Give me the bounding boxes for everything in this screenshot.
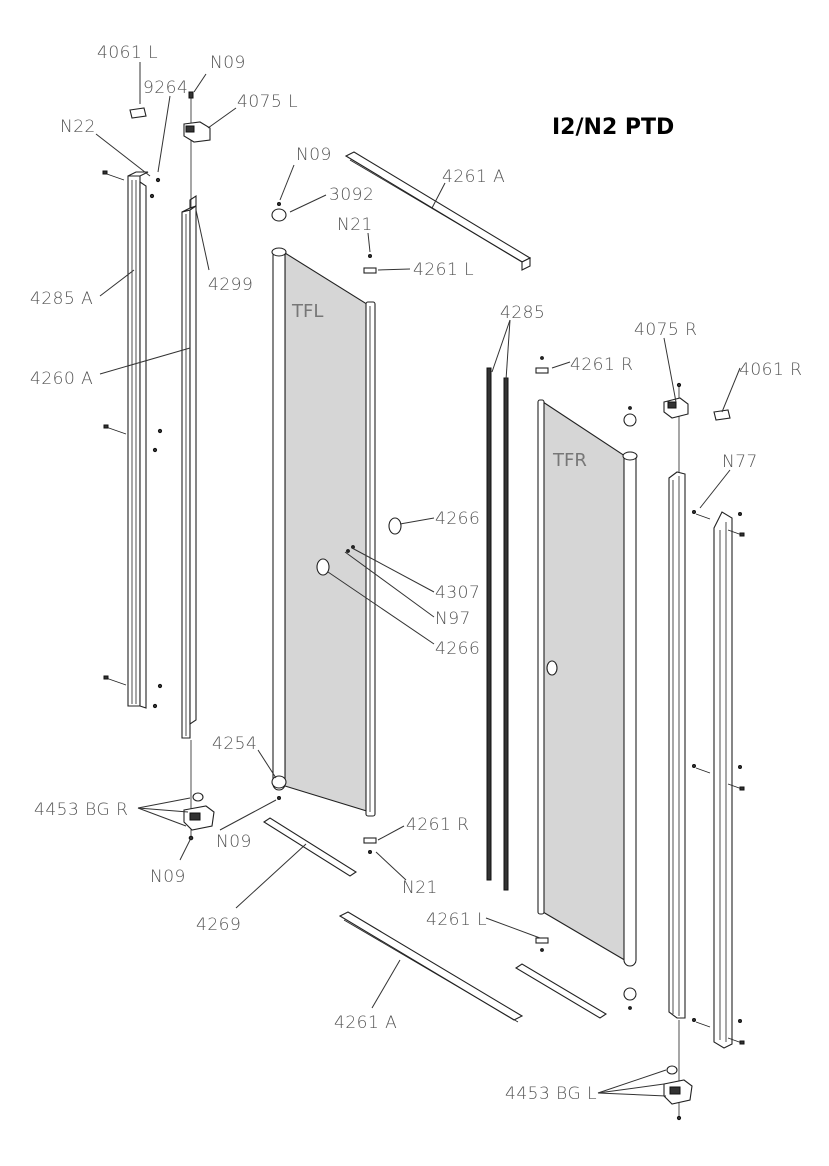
diagram-title: I2/N2 PTD	[552, 115, 674, 140]
part-label-N09: N09	[296, 145, 332, 165]
part-label-4266: 4266	[435, 509, 480, 529]
hinge-4075L	[183, 91, 211, 210]
part-label-N21: N21	[402, 878, 438, 898]
part-label-4299: 4299	[208, 275, 253, 295]
part-label-4285: 4285	[500, 303, 545, 323]
part-label-4261R: 4261 R	[406, 815, 469, 835]
part-label-4266: 4266	[435, 639, 480, 659]
glass-panel-TFR: TFR	[535, 356, 638, 1010]
part-label-N21: N21	[337, 215, 373, 235]
cap-4061R	[713, 409, 731, 421]
track-4261A-top	[344, 151, 532, 271]
part-label-N22: N22	[60, 117, 96, 137]
wall-profile-4285A	[102, 170, 163, 709]
part-label-N09: N09	[210, 53, 246, 73]
part-label-4453BGL: 4453 BG L	[505, 1084, 597, 1104]
part-label-N77: N77	[722, 452, 758, 472]
track-4269	[262, 817, 358, 877]
glass-label-TFL: TFL	[291, 301, 323, 322]
part-label-4261A: 4261 A	[334, 1013, 397, 1033]
part-label-3092: 3092	[329, 185, 374, 205]
part-label-4075L: 4075 L	[237, 92, 298, 112]
leader-lines	[95, 62, 741, 1097]
track-right-bottom	[514, 963, 608, 1019]
part-label-4285A: 4285 A	[30, 289, 93, 309]
part-label-9264: 9264	[143, 78, 188, 98]
part-label-N09: N09	[150, 867, 186, 887]
wall-profile-right	[692, 510, 745, 1049]
part-labels: 4061 L 9264 N09 4075 L N22 N09 3092 4261…	[30, 43, 802, 1104]
part-label-N97: N97	[435, 609, 471, 629]
part-label-4260A: 4260 A	[30, 369, 93, 389]
seals-4285	[486, 367, 509, 891]
glass-panel-TFL: TFL	[271, 202, 402, 854]
part-label-4453BGR: 4453 BG R	[34, 800, 128, 820]
part-label-4254: 4254	[212, 734, 257, 754]
hinge-4453BGL	[663, 1020, 693, 1121]
hinge-4453BGR	[183, 740, 215, 841]
fixed-profile-right	[668, 471, 686, 1019]
part-label-N09: N09	[216, 832, 252, 852]
part-label-4075R: 4075 R	[634, 320, 697, 340]
cap-4061L	[129, 107, 147, 119]
hinge-4075R	[663, 382, 689, 472]
part-label-4307: 4307	[435, 583, 480, 603]
glass-label-TFR: TFR	[552, 450, 587, 471]
part-label-4061R: 4061 R	[739, 360, 802, 380]
part-label-4261L: 4261 L	[426, 910, 487, 930]
part-label-4261L: 4261 L	[413, 260, 474, 280]
part-label-4261A: 4261 A	[442, 167, 505, 187]
part-label-4061L: 4061 L	[97, 43, 158, 63]
fixed-profile-4260A	[181, 194, 197, 739]
track-4261A-bottom	[338, 911, 524, 1023]
part-label-4269: 4269	[196, 915, 241, 935]
part-label-4261R: 4261 R	[570, 355, 633, 375]
